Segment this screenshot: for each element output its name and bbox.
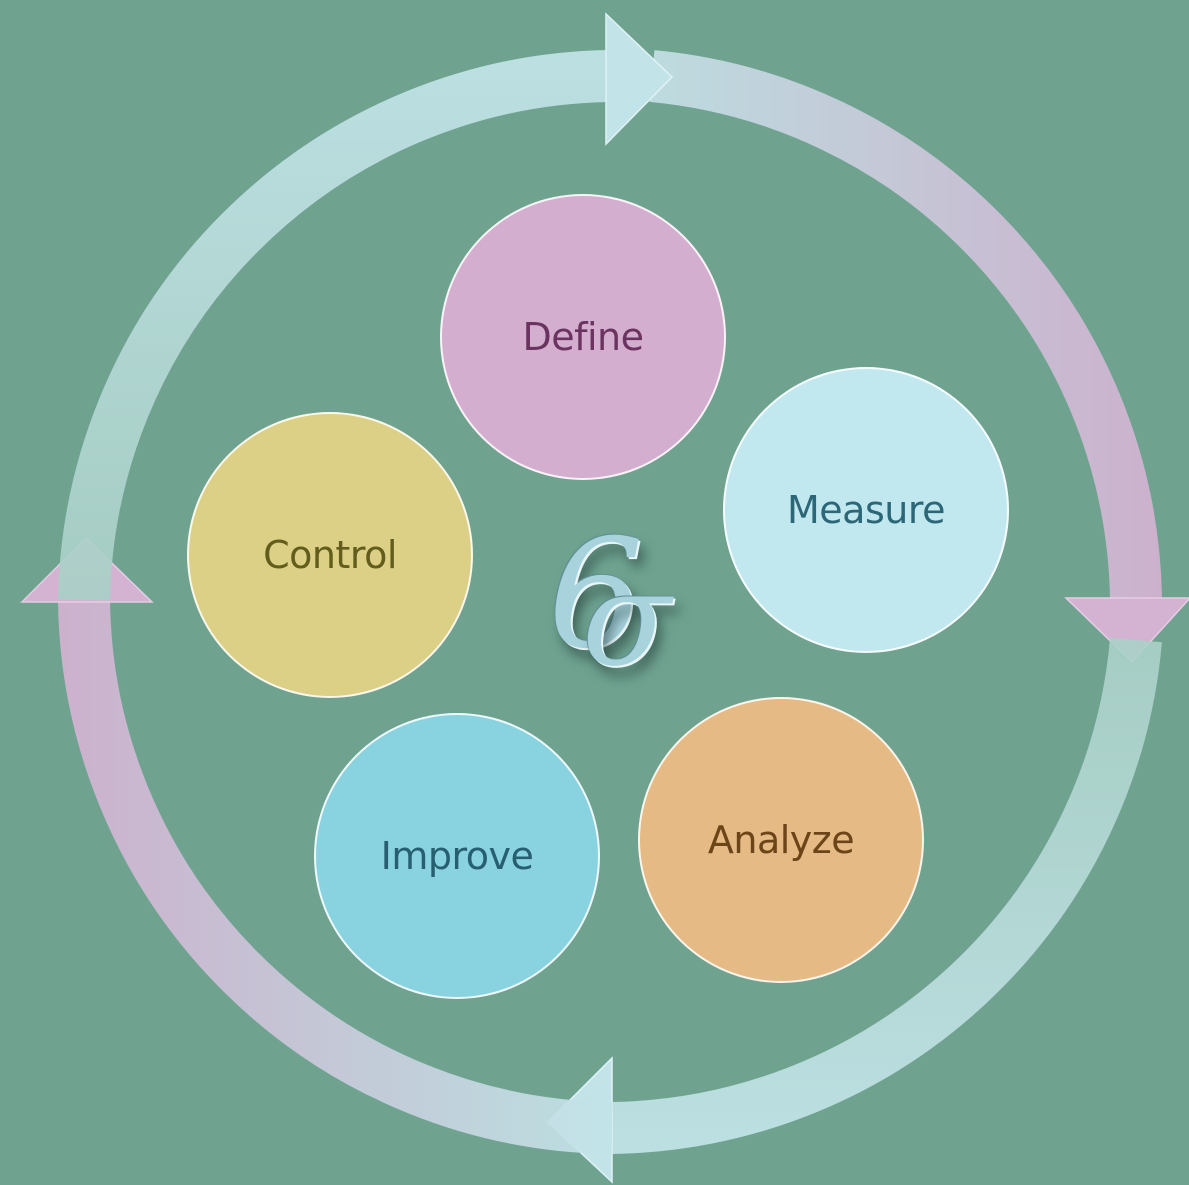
arc-control-to-define <box>58 50 609 601</box>
phase-define-label: Define <box>522 315 644 359</box>
phase-measure-circle: Measure <box>723 367 1009 653</box>
phase-analyze-label: Analyze <box>707 818 855 862</box>
phase-measure-label: Measure <box>787 488 946 532</box>
logo-six-glyph: 6 <box>548 508 644 682</box>
phase-improve-label: Improve <box>380 834 534 878</box>
six-sigma-logo: 6 σ <box>538 520 708 710</box>
phase-control-circle: Control <box>187 412 473 698</box>
phase-define-circle: Define <box>440 194 726 480</box>
arrowhead-down-icon <box>1064 597 1189 664</box>
phase-control-label: Control <box>263 533 397 577</box>
arc-improve-to-control <box>58 601 613 1154</box>
arc-define-to-measure <box>649 50 1162 599</box>
phase-analyze-circle: Analyze <box>638 697 924 983</box>
arrowhead-right-icon <box>605 12 674 146</box>
phase-improve-circle: Improve <box>314 713 600 999</box>
arc-analyze-to-improve <box>611 637 1162 1154</box>
logo-sigma-glyph: σ <box>582 543 671 695</box>
